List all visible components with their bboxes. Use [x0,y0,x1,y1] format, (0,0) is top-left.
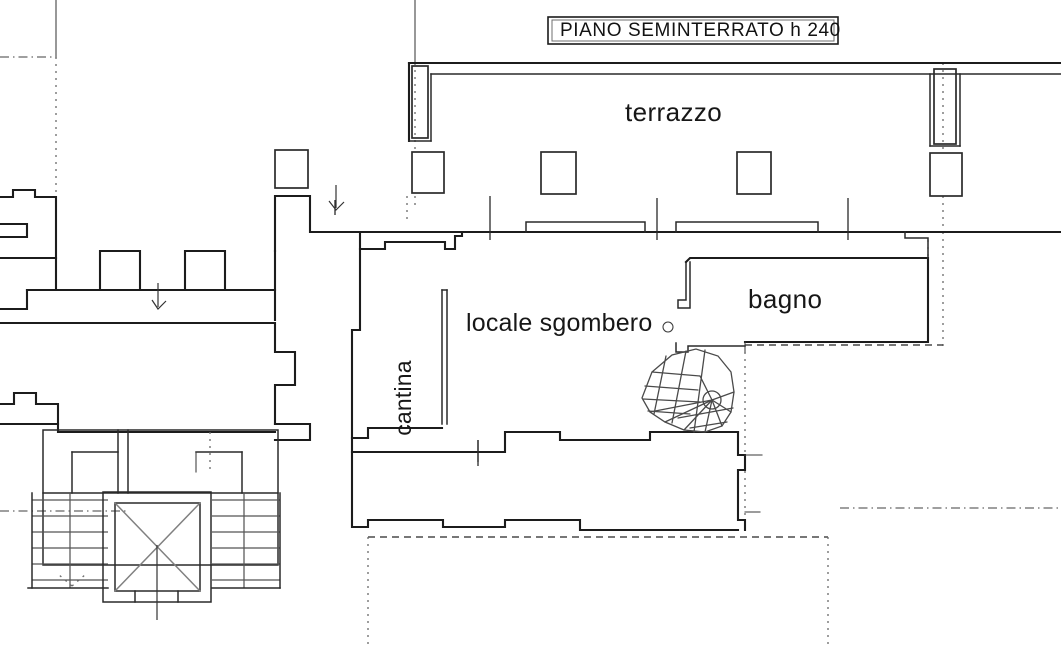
title-block-inner-border [551,19,835,42]
wall-west-left-stub [0,288,29,311]
cantina-sgombero-walls [328,230,746,462]
pillar-2 [411,151,445,194]
wall-west-notch [0,222,29,239]
room-labels: terrazzo bagno locale sgombero cantina [390,97,822,436]
spiral-stringer-1 [653,355,667,415]
arrow-head-2 [328,200,345,211]
spiral-fan-tread-1 [677,407,734,419]
spiral-tread-4 [704,399,713,433]
lower-right-walls [350,430,763,532]
spiral-tread-6 [664,399,713,423]
spiral-tread-2 [711,399,732,413]
spiral-tread-7 [649,399,713,413]
wall-west-to-north [273,194,332,253]
wall-recess-1 [525,221,646,233]
wall-west-bottom-step [0,391,60,426]
bagno-walls [684,231,930,353]
title-block-border [547,16,839,45]
pillar-1 [274,149,309,189]
wall-lower-south-step [350,450,740,532]
spiral-fan-tread-2 [689,421,728,429]
wall-cantina-south [366,426,444,440]
wall-west-bottom-horizontal [0,422,277,434]
wall-sgombero-north-jog [328,230,464,251]
room-label-locale-sgombero: locale sgombero [466,309,652,337]
stair-core-outline [42,429,279,566]
spiral-stringer-3 [693,349,706,433]
stair-direction-arrow-right [71,573,87,587]
pillar-5 [929,152,963,197]
wall-west-bottom-notch [273,422,312,442]
spiral-stair-outline [641,348,735,433]
arrow-head-1 [151,299,167,310]
pillar-terrazzo-left [411,65,429,139]
spiral-stringer-2 [671,350,687,424]
door-jamb-sgombero-bagno [677,261,691,309]
door-hinge-marker [662,321,674,333]
west-stepped-walls [0,188,332,442]
north-interior-wall [328,196,1061,240]
wall-lower-right-vertical [736,430,747,532]
level-arrow-markers [151,185,345,310]
spiral-flight-tread-a [651,371,701,377]
title-block: PIANO SEMINTERRATO h 240 [547,16,841,45]
spiral-stair-newel [702,390,722,410]
spiral-flight-tread-b [644,385,699,391]
room-label-terrazzo: terrazzo [625,97,722,127]
spiral-tread-1 [711,391,735,401]
spiral-flight-tread-c [642,398,701,403]
spiral-tread-8 [699,375,713,401]
title-block-text: PIANO SEMINTERRATO h 240 [560,20,841,41]
room-label-bagno: bagno [748,284,822,314]
wall-recess-2 [675,221,819,233]
wall-bagno-north-east [904,231,929,259]
spiral-staircase [641,348,735,433]
wall-west-mid-horizontal [25,288,277,322]
wall-west-crenellated [54,249,277,292]
terrazzo-walls [407,61,1061,147]
pillar-4 [736,151,772,195]
pillar-row [274,149,963,197]
room-label-cantina: cantina [390,360,416,436]
wall-west-lower-block [0,321,297,426]
wall-sgombero-south-step [350,430,740,454]
wall-west-upper-step [0,188,58,260]
door-jamb-lower [675,342,746,353]
wall-cantina-west [350,247,370,440]
pillar-3 [540,151,577,195]
spiral-tread-3 [711,399,723,427]
stair-direction-arrow-left [57,573,73,587]
pillar-terrazzo-right [933,68,957,145]
stair-lift-core [27,429,281,620]
